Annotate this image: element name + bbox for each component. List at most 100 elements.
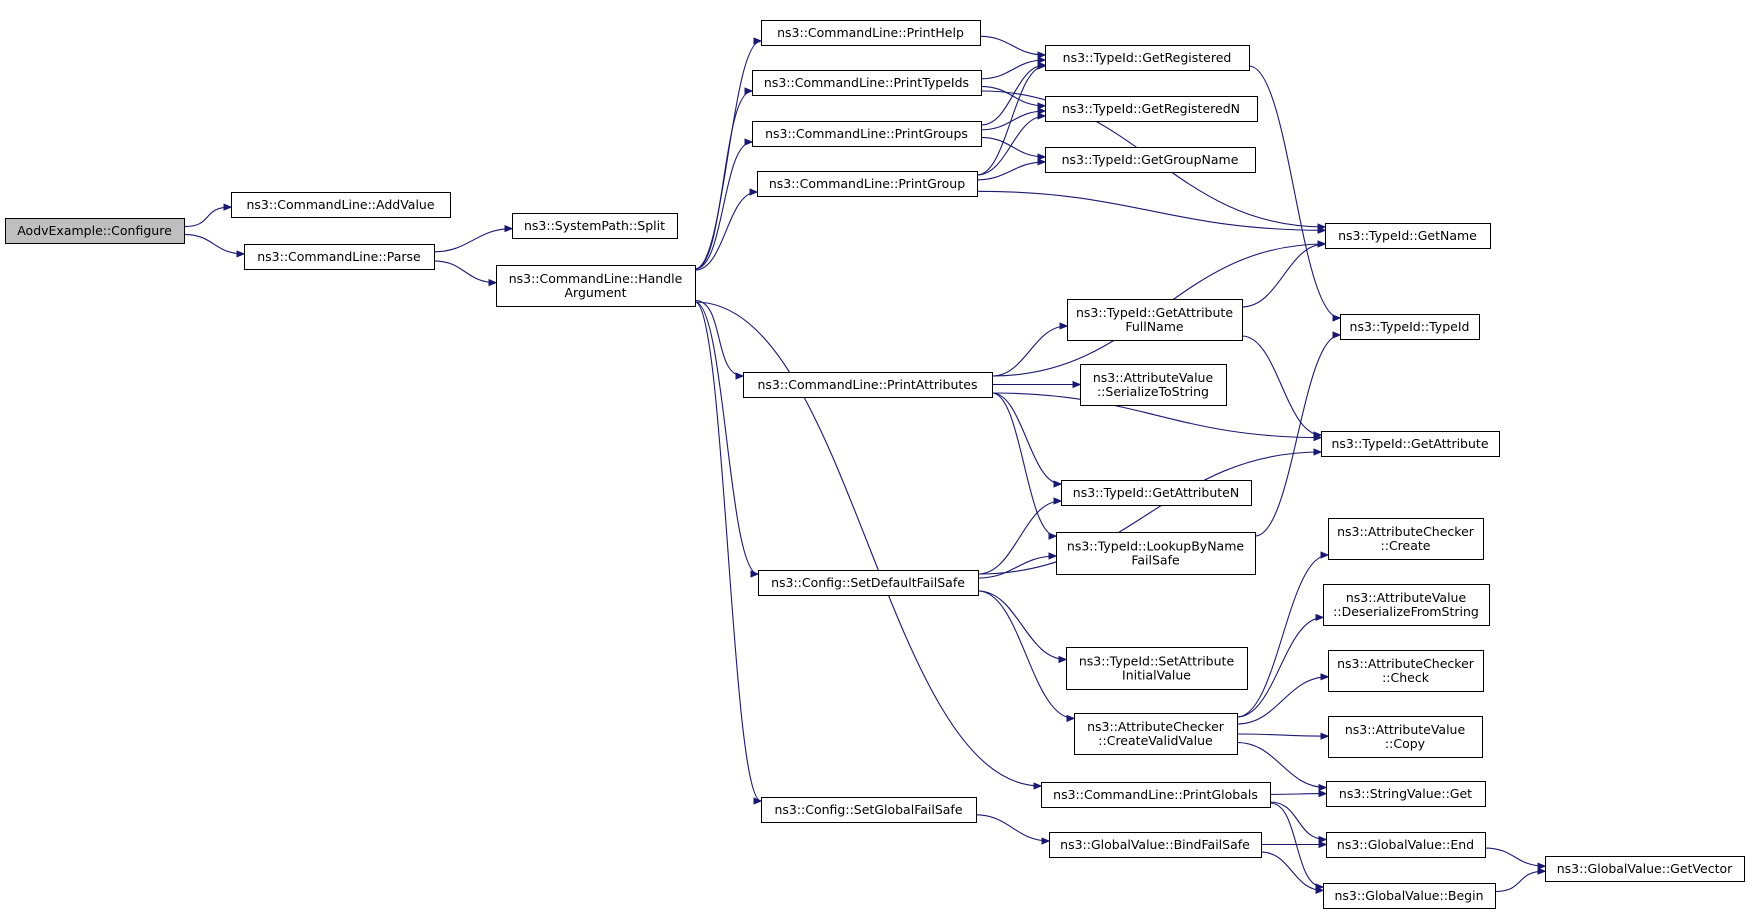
call-edge-parse-to-handlearg [433, 260, 496, 283]
node-checkercreate[interactable]: ns3::AttributeChecker::Create [1328, 518, 1484, 560]
node-label: ns3::AttributeChecker [1337, 656, 1475, 671]
node-label: ns3::TypeId::GetAttribute [1076, 305, 1233, 320]
node-checkercheck[interactable]: ns3::AttributeChecker::Check [1328, 650, 1484, 692]
node-typeid[interactable]: ns3::TypeId::TypeId [1340, 314, 1480, 340]
call-arrow [980, 136, 1045, 157]
call-arrow [1236, 617, 1323, 718]
node-box [1325, 223, 1491, 249]
call-edge-handlearg-to-setdefaultfailsafe [694, 301, 758, 574]
node-getattribute[interactable]: ns3::TypeId::GetAttribute [1321, 431, 1500, 457]
node-label: ::Copy [1385, 736, 1426, 751]
node-createvalidvalue[interactable]: ns3::AttributeChecker::CreateValidValue [1074, 713, 1238, 755]
node-label: ns3::SystemPath::Split [524, 218, 665, 233]
node-globalvaluebegin[interactable]: ns3::GlobalValue::Begin [1323, 883, 1496, 909]
node-deserializefromstring[interactable]: ns3::AttributeValue::DeserializeFromStri… [1323, 584, 1490, 626]
call-edge-getregistered-to-typeid [1248, 65, 1340, 318]
node-box [1328, 518, 1484, 560]
node-box [752, 121, 982, 147]
node-label: ns3::CommandLine::PrintGroup [769, 176, 965, 191]
node-setdefaultfailsafe[interactable]: ns3::Config::SetDefaultFailSafe [758, 570, 979, 596]
node-label: ns3::TypeId::GetAttribute [1331, 436, 1488, 451]
node-label: ns3::TypeId::GetGroupName [1062, 152, 1239, 167]
node-label: ns3::CommandLine::PrintHelp [777, 25, 964, 40]
call-arrow [1260, 851, 1323, 890]
call-edge-printattributes-to-getattributefullname [991, 326, 1067, 377]
node-getregistered[interactable]: ns3::TypeId::GetRegistered [1045, 45, 1250, 71]
node-label: FullName [1125, 319, 1184, 334]
node-configure[interactable]: AodvExample::Configure [5, 218, 185, 244]
node-globalvalueend[interactable]: ns3::GlobalValue::End [1326, 832, 1486, 858]
node-printhelp[interactable]: ns3::CommandLine::PrintHelp [761, 20, 981, 46]
node-printgroup[interactable]: ns3::CommandLine::PrintGroup [757, 171, 978, 197]
call-edge-globalvalueend-to-getvector [1484, 847, 1545, 866]
call-arrow [977, 556, 1056, 579]
node-box [758, 570, 979, 596]
node-label: ns3::GlobalValue::End [1337, 837, 1474, 852]
call-edge-printgroup-to-getregisteredn [976, 116, 1045, 176]
node-box [1045, 96, 1258, 122]
call-arrow [433, 229, 512, 253]
node-getname[interactable]: ns3::TypeId::GetName [1325, 223, 1491, 249]
call-arrow [977, 501, 1061, 575]
node-label: ns3::TypeId::SetAttribute [1079, 654, 1235, 669]
node-box [1545, 856, 1745, 882]
node-addvalue[interactable]: ns3::CommandLine::AddValue [231, 192, 451, 218]
call-arrow [1269, 794, 1326, 795]
node-label: ns3::TypeId::GetRegistered [1063, 50, 1232, 65]
call-edge-printhelp-to-getregistered [979, 35, 1045, 55]
call-edge-handlearg-to-printattributes [694, 299, 743, 376]
node-printattributes[interactable]: ns3::CommandLine::PrintAttributes [743, 372, 993, 398]
node-parse[interactable]: ns3::CommandLine::Parse [244, 244, 435, 270]
node-label: ns3::CommandLine::PrintTypeIds [764, 75, 969, 90]
node-serializetostring[interactable]: ns3::AttributeValue::SerializeToString [1080, 364, 1227, 406]
node-label: ns3::TypeId::TypeId [1350, 319, 1470, 334]
call-arrow [1241, 335, 1321, 435]
node-stringvalueget[interactable]: ns3::StringValue::Get [1326, 781, 1486, 807]
node-box [757, 171, 978, 197]
node-label: ns3::TypeId::GetName [1338, 228, 1477, 243]
node-box [244, 244, 435, 270]
node-label: ns3::Config::SetGlobalFailSafe [774, 802, 962, 817]
call-arrow [694, 192, 757, 271]
call-edge-handlearg-to-printtypeids [694, 91, 752, 270]
call-arrow [1236, 741, 1326, 788]
node-label: ::SerializeToString [1097, 384, 1209, 399]
node-label: ns3::AttributeValue [1093, 370, 1214, 385]
node-box [1326, 781, 1486, 807]
call-arrow [977, 590, 1074, 718]
node-valuecopy[interactable]: ns3::AttributeValue::Copy [1328, 716, 1483, 758]
node-getregisteredn[interactable]: ns3::TypeId::GetRegisteredN [1045, 96, 1258, 122]
node-printtypeids[interactable]: ns3::CommandLine::PrintTypeIds [752, 70, 982, 96]
node-printglobals[interactable]: ns3::CommandLine::PrintGlobals [1041, 782, 1271, 808]
node-box [1321, 431, 1500, 457]
node-bindfailsafe[interactable]: ns3::GlobalValue::BindFailSafe [1049, 832, 1262, 858]
node-box [1328, 716, 1483, 758]
node-box [1340, 314, 1480, 340]
node-label: ns3::TypeId::LookupByName [1067, 539, 1244, 554]
call-edge-printtypeids-to-getregistered [980, 60, 1045, 80]
call-edge-createvalidvalue-to-valuecopy [1236, 734, 1328, 736]
call-edge-printglobals-to-stringvalueget [1269, 794, 1326, 795]
node-box [1061, 480, 1252, 506]
call-arrow [1236, 734, 1328, 736]
node-getattributen[interactable]: ns3::TypeId::GetAttributeN [1061, 480, 1252, 506]
node-box [1056, 532, 1256, 575]
call-edge-getattributefullname-to-getname [1241, 244, 1325, 308]
call-arrow [433, 260, 496, 283]
node-setglobalfailsafe[interactable]: ns3::Config::SetGlobalFailSafe [761, 797, 977, 823]
call-arrow [694, 301, 758, 574]
node-printgroups[interactable]: ns3::CommandLine::PrintGroups [752, 121, 982, 147]
node-box [1328, 650, 1484, 692]
node-box [1066, 647, 1248, 690]
node-label: ::CreateValidValue [1098, 733, 1213, 748]
node-getgroupname[interactable]: ns3::TypeId::GetGroupName [1045, 147, 1256, 173]
node-split[interactable]: ns3::SystemPath::Split [512, 213, 678, 239]
node-box [1049, 832, 1262, 858]
node-getvector[interactable]: ns3::GlobalValue::GetVector [1545, 856, 1745, 882]
call-edge-setdefaultfailsafe-to-getattributen [977, 501, 1061, 575]
